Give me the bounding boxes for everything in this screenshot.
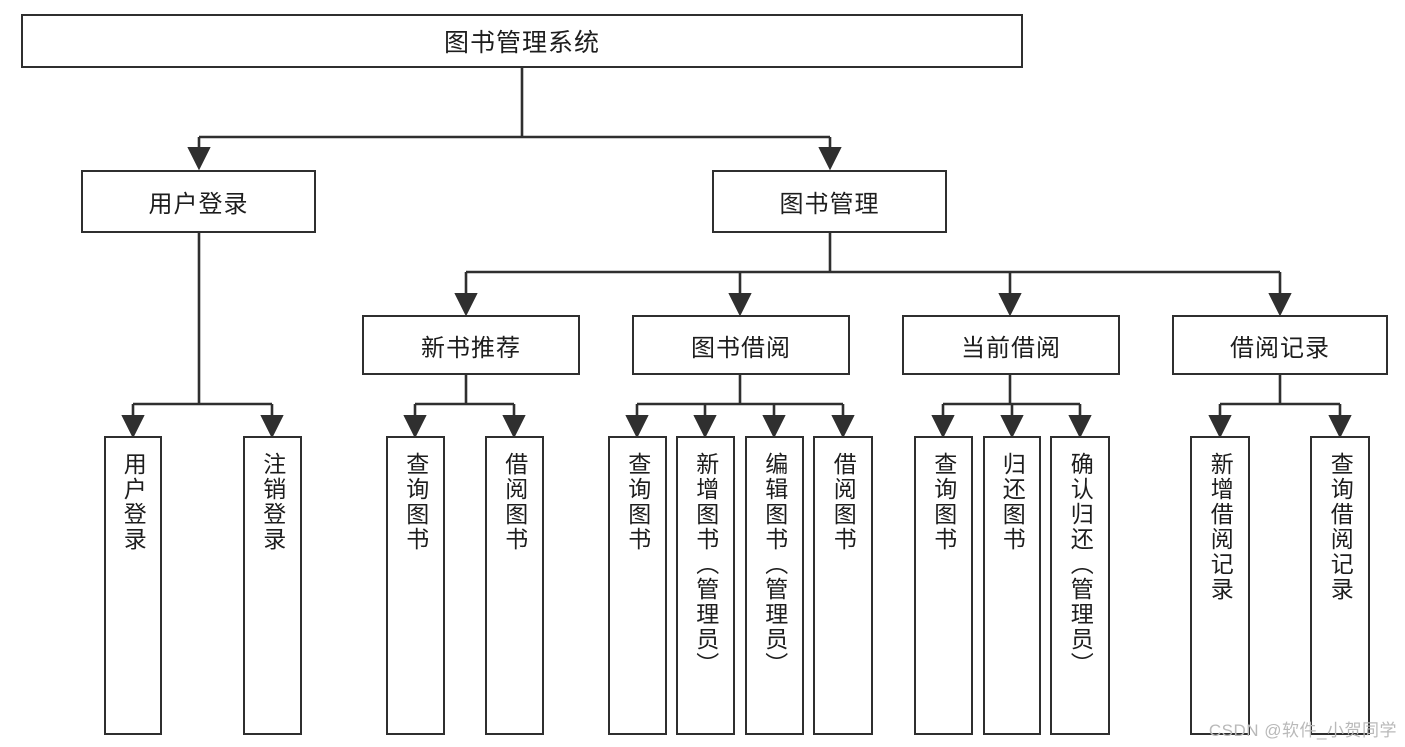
leaf-logout-label: 注销登录	[259, 452, 286, 552]
leaf-query-book-borrow-label: 查询图书	[624, 452, 651, 552]
leaf-confirm-return-admin-label: 确认归还（管理员）	[1067, 452, 1094, 677]
leaf-query-book-current-label: 查询图书	[930, 452, 957, 552]
leaf-borrow-book-recommend-label: 借阅图书	[501, 452, 528, 552]
node-borrow-record-label: 借阅记录	[1230, 334, 1330, 362]
node-root[interactable]: 图书管理系统	[21, 14, 1023, 68]
leaf-confirm-return-admin[interactable]: 确认归还（管理员）	[1050, 436, 1110, 735]
node-user-login[interactable]: 用户登录	[81, 170, 316, 233]
leaf-query-borrow-record[interactable]: 查询借阅记录	[1310, 436, 1370, 735]
leaf-edit-book-admin-label: 编辑图书（管理员）	[761, 452, 788, 677]
leaf-query-book-borrow[interactable]: 查询图书	[608, 436, 667, 735]
leaf-edit-book-admin[interactable]: 编辑图书（管理员）	[745, 436, 804, 735]
leaf-borrow-book[interactable]: 借阅图书	[813, 436, 873, 735]
leaf-borrow-book-label: 借阅图书	[830, 452, 857, 552]
leaf-add-borrow-record-label: 新增借阅记录	[1207, 452, 1234, 602]
node-book-management[interactable]: 图书管理	[712, 170, 947, 233]
leaf-add-book-admin-label: 新增图书（管理员）	[692, 452, 719, 677]
leaf-return-book[interactable]: 归还图书	[983, 436, 1041, 735]
leaf-query-book-current[interactable]: 查询图书	[914, 436, 973, 735]
node-new-book-recommend-label: 新书推荐	[421, 334, 521, 362]
node-user-login-label: 用户登录	[148, 191, 249, 218]
leaf-user-login-label: 用户登录	[120, 452, 147, 552]
leaf-query-book-recommend[interactable]: 查询图书	[386, 436, 445, 735]
leaf-query-borrow-record-label: 查询借阅记录	[1327, 452, 1354, 602]
leaf-user-login[interactable]: 用户登录	[104, 436, 162, 735]
leaf-add-borrow-record[interactable]: 新增借阅记录	[1190, 436, 1250, 735]
node-book-borrow[interactable]: 图书借阅	[632, 315, 850, 375]
leaf-logout[interactable]: 注销登录	[243, 436, 302, 735]
leaf-borrow-book-recommend[interactable]: 借阅图书	[485, 436, 544, 735]
node-book-borrow-label: 图书借阅	[691, 334, 791, 362]
watermark: CSDN @软件_小贺同学	[1208, 721, 1397, 740]
node-new-book-recommend[interactable]: 新书推荐	[362, 315, 580, 375]
leaf-return-book-label: 归还图书	[999, 452, 1026, 552]
node-book-management-label: 图书管理	[779, 191, 880, 218]
node-borrow-record[interactable]: 借阅记录	[1172, 315, 1388, 375]
leaf-add-book-admin[interactable]: 新增图书（管理员）	[676, 436, 735, 735]
leaf-query-book-recommend-label: 查询图书	[402, 452, 429, 552]
node-current-borrow-label: 当前借阅	[961, 334, 1061, 362]
node-current-borrow[interactable]: 当前借阅	[902, 315, 1120, 375]
node-root-label: 图书管理系统	[443, 29, 600, 57]
